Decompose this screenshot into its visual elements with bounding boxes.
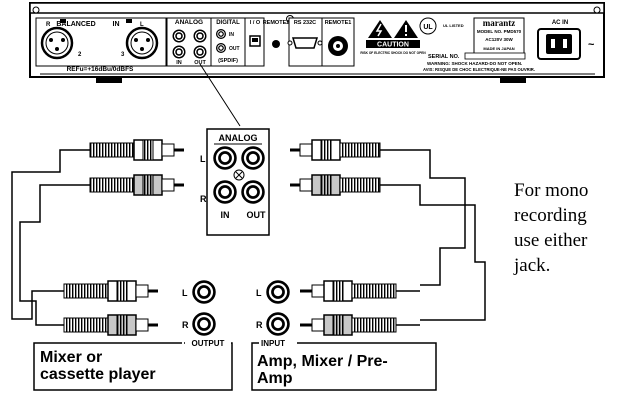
- source-device-label-line1: Mixer or: [40, 349, 103, 366]
- remote1-label: REMOTE1: [325, 20, 352, 26]
- ul-logo-icon: [419, 17, 437, 35]
- dest-device-label-line2: Amp: [257, 370, 293, 387]
- source-jack-l-label: L: [182, 288, 188, 298]
- source-jack-r: [192, 312, 216, 336]
- svg-text:UL: UL: [423, 24, 433, 31]
- spdif-out-label: OUT: [229, 46, 240, 52]
- pin3-label: 3: [121, 52, 125, 58]
- closeup-r-label: R: [200, 194, 207, 204]
- rca-plug-top-right: [290, 139, 381, 161]
- rca-plug-mixer-r: [63, 314, 158, 336]
- screw-icon: [593, 6, 601, 14]
- dest-jack-l-label: L: [256, 288, 262, 298]
- io-label: I / O: [250, 20, 261, 26]
- rear-analog-label: ANALOG: [175, 19, 203, 26]
- source-output-header: OUTPUT: [192, 339, 225, 348]
- cable-group-right: [380, 149, 486, 321]
- source-jack-r-label: R: [182, 320, 189, 330]
- rear-analog-in-label: IN: [176, 60, 182, 66]
- spdif-in-jack: [216, 29, 226, 39]
- dest-device-label-line1: Amp, Mixer / Pre-: [257, 353, 388, 370]
- caution-label-block: CAUTION RISK OF ELECTRIC SHOCK DO NOT OP…: [360, 20, 426, 55]
- dest-jack-r-label: R: [256, 320, 263, 330]
- rear-digital-label: DIGITAL: [216, 20, 240, 26]
- ul-listed-label: UL LISTED: [443, 23, 464, 28]
- dest-jack-r: [266, 312, 290, 336]
- risk-label: RISK OF ELECTRIC SHOCK DO NOT OPEN: [360, 51, 426, 55]
- rs232c-label: RS 232C: [294, 20, 316, 26]
- lightning-warning-icon: [368, 20, 392, 38]
- caption-line: use either: [514, 230, 588, 251]
- mono-recording-caption: For mono recording use either jack.: [514, 178, 619, 278]
- remote2-jack: [272, 40, 280, 48]
- serial-label: SERIAL NO.: [428, 54, 460, 60]
- closeup-in-r-jack: [213, 180, 237, 204]
- closeup-out-l-jack: [241, 146, 265, 170]
- cable-group-left: [11, 149, 90, 326]
- source-device-box: OUTPUT: [33, 337, 233, 391]
- rca-plug-top-left: [89, 139, 184, 161]
- dest-jack-panel: L R: [256, 280, 290, 336]
- spdif-label: (SPDIF): [218, 58, 238, 64]
- analog-closeup: ANALOG L R IN OUT: [200, 128, 270, 236]
- source-device-label: Mixer or cassette player: [40, 349, 156, 383]
- caption-line: jack.: [514, 255, 551, 276]
- closeup-in-l-jack: [213, 146, 237, 170]
- screw-icon: [32, 6, 40, 14]
- source-jack-panel: L R: [182, 280, 216, 336]
- rear-rca-in-r: [172, 45, 186, 59]
- callout-line: [199, 63, 241, 127]
- caption-line: recording: [514, 205, 587, 226]
- pin2-label: 2: [78, 52, 82, 58]
- remote2-label: REMOTE2: [263, 20, 290, 26]
- warning-fr-label: AVIS: RISQUE DE CHOC ELECTRIQUE-NE PAS O…: [423, 67, 535, 72]
- rca-plug-mixer-l: [63, 280, 158, 302]
- made-in-label: MADE IN JAPAN: [483, 46, 514, 51]
- spdif-in-label: IN: [229, 32, 234, 38]
- model-label: MODEL NO. PMD570: [477, 29, 522, 34]
- brand-label: marantz: [483, 18, 516, 28]
- dest-jack-l: [266, 280, 290, 304]
- rca-plug-bottom-left: [89, 174, 184, 196]
- closeup-out-r-jack: [241, 180, 265, 204]
- ac-tilde-icon: ~: [588, 39, 595, 51]
- closeup-analog-title: ANALOG: [219, 133, 258, 143]
- source-jack-l: [192, 280, 216, 304]
- rear-rca-out-r: [193, 45, 207, 59]
- source-device-label-line2: cassette player: [40, 366, 156, 383]
- rca-plug-amp-l: [300, 280, 420, 302]
- rca-plug-bottom-right: [290, 174, 381, 196]
- rear-panel: BALANCED IN L R 2 3 REFu=+16dBu/0dBFS AN…: [29, 2, 605, 83]
- balanced-l-label: L: [140, 22, 144, 28]
- caution-label: CAUTION: [377, 42, 409, 49]
- rear-analog-out-label: OUT: [194, 60, 206, 66]
- rear-foot-right: [500, 77, 526, 83]
- dest-device-box: INPUT: [251, 337, 437, 391]
- rca-plug-amp-r: [300, 314, 420, 336]
- spdif-out-jack: [216, 43, 226, 53]
- dest-input-header: INPUT: [261, 339, 285, 348]
- rear-rca-in-l: [172, 29, 186, 43]
- closeup-in-label: IN: [221, 210, 230, 220]
- ac-in-label: AC IN: [552, 20, 568, 26]
- warning-en-label: WARNING: SHOCK HAZARD-DO NOT OPEN.: [427, 61, 522, 66]
- balanced-label: BALANCED: [56, 21, 95, 28]
- dest-device-label: Amp, Mixer / Pre- Amp: [257, 353, 388, 387]
- balanced-in-label: IN: [113, 21, 120, 28]
- balanced-r-label: R: [46, 22, 51, 28]
- rs232c-port: [291, 37, 319, 49]
- caption-line: For mono: [514, 180, 589, 201]
- closeup-l-label: L: [200, 154, 206, 164]
- rear-foot-left: [96, 77, 122, 83]
- ref-level-label: REFu=+16dBu/0dBFS: [67, 66, 134, 73]
- power-rating-label: AC120V 30W: [485, 37, 513, 42]
- rear-rca-out-l: [193, 29, 207, 43]
- closeup-out-label: OUT: [247, 210, 267, 220]
